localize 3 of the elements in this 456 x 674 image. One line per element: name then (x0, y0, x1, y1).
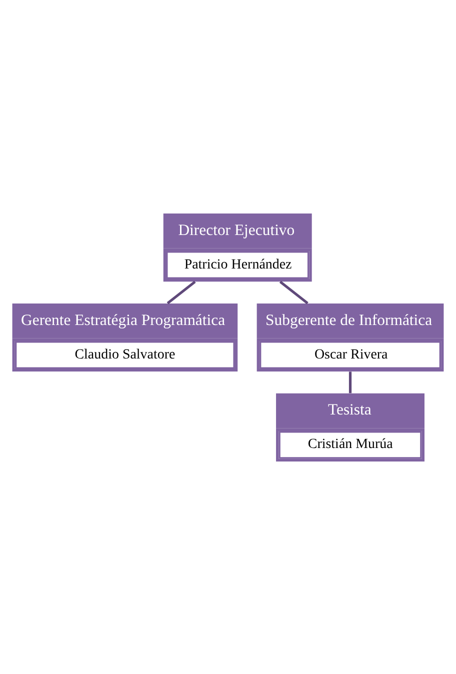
connector (279, 280, 308, 304)
connector (348, 371, 352, 393)
connector (166, 280, 196, 304)
